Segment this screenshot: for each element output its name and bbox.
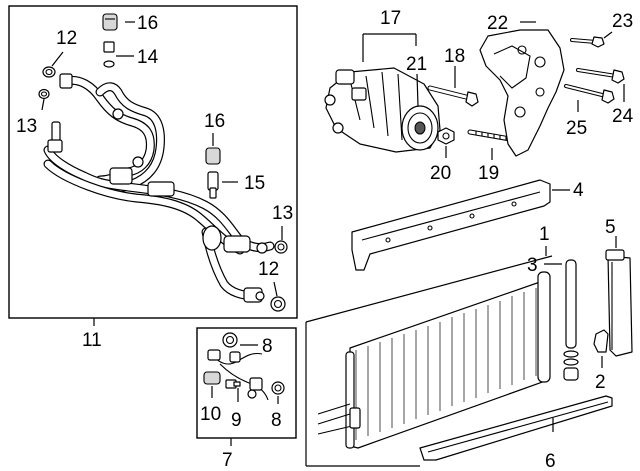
callout-20: 20	[430, 163, 451, 184]
valve-15	[207, 171, 219, 199]
callout-16-top: 16	[137, 13, 158, 34]
cap-16-mid	[205, 147, 221, 165]
callout-13-top: 13	[16, 116, 37, 137]
callout-15: 15	[244, 173, 265, 194]
callout-7: 7	[222, 450, 233, 471]
callout-21: 21	[406, 54, 427, 75]
compressor-mounting-bracket	[479, 29, 565, 157]
callout-6: 6	[545, 451, 556, 471]
callout-23: 23	[612, 11, 633, 32]
callout-19: 19	[478, 163, 499, 184]
callout-14: 14	[137, 47, 159, 68]
receiver-dryer	[563, 259, 579, 381]
o-ring-13-right	[274, 240, 288, 254]
callout-24: 24	[612, 106, 634, 127]
sensor-kit-box	[196, 327, 297, 439]
bolt-18	[427, 85, 479, 107]
o-ring-13-top	[38, 88, 50, 100]
o-ring-12-right	[270, 296, 286, 312]
nut-20	[437, 127, 455, 145]
upper-air-baffle	[351, 179, 551, 271]
ac-compressor	[324, 67, 441, 153]
valve-core-14	[103, 41, 115, 68]
callout-4: 4	[573, 180, 584, 201]
o-ring-12-top	[42, 66, 56, 78]
callout-1: 1	[539, 224, 550, 245]
condenser	[317, 271, 551, 449]
side-seal	[605, 249, 633, 357]
bolt-23	[570, 36, 605, 48]
hose-assembly-box	[8, 5, 298, 319]
callout-12-top: 12	[56, 28, 77, 49]
hose-fittings	[47, 73, 268, 303]
callout-10: 10	[200, 404, 221, 425]
callout-2: 2	[595, 372, 606, 393]
callout-22: 22	[487, 13, 508, 34]
callout-8-bottom: 8	[271, 410, 282, 431]
callout-18: 18	[444, 46, 465, 67]
callout-25: 25	[566, 118, 587, 139]
callout-16-mid: 16	[204, 111, 225, 132]
callout-17: 17	[380, 8, 401, 29]
callout-5: 5	[605, 217, 616, 238]
bolt-24	[576, 68, 625, 84]
sensor-harness	[203, 332, 285, 401]
cap-16-top	[102, 13, 118, 31]
callout-13-right: 13	[272, 203, 293, 224]
callout-8-top: 8	[262, 336, 273, 357]
lower-air-baffle	[419, 395, 613, 461]
bolt-25	[564, 84, 615, 104]
callout-12-right: 12	[258, 259, 279, 280]
callout-3: 3	[527, 255, 538, 276]
condenser-clip	[593, 329, 609, 353]
callout-11: 11	[82, 330, 102, 351]
callout-9: 9	[231, 410, 242, 431]
